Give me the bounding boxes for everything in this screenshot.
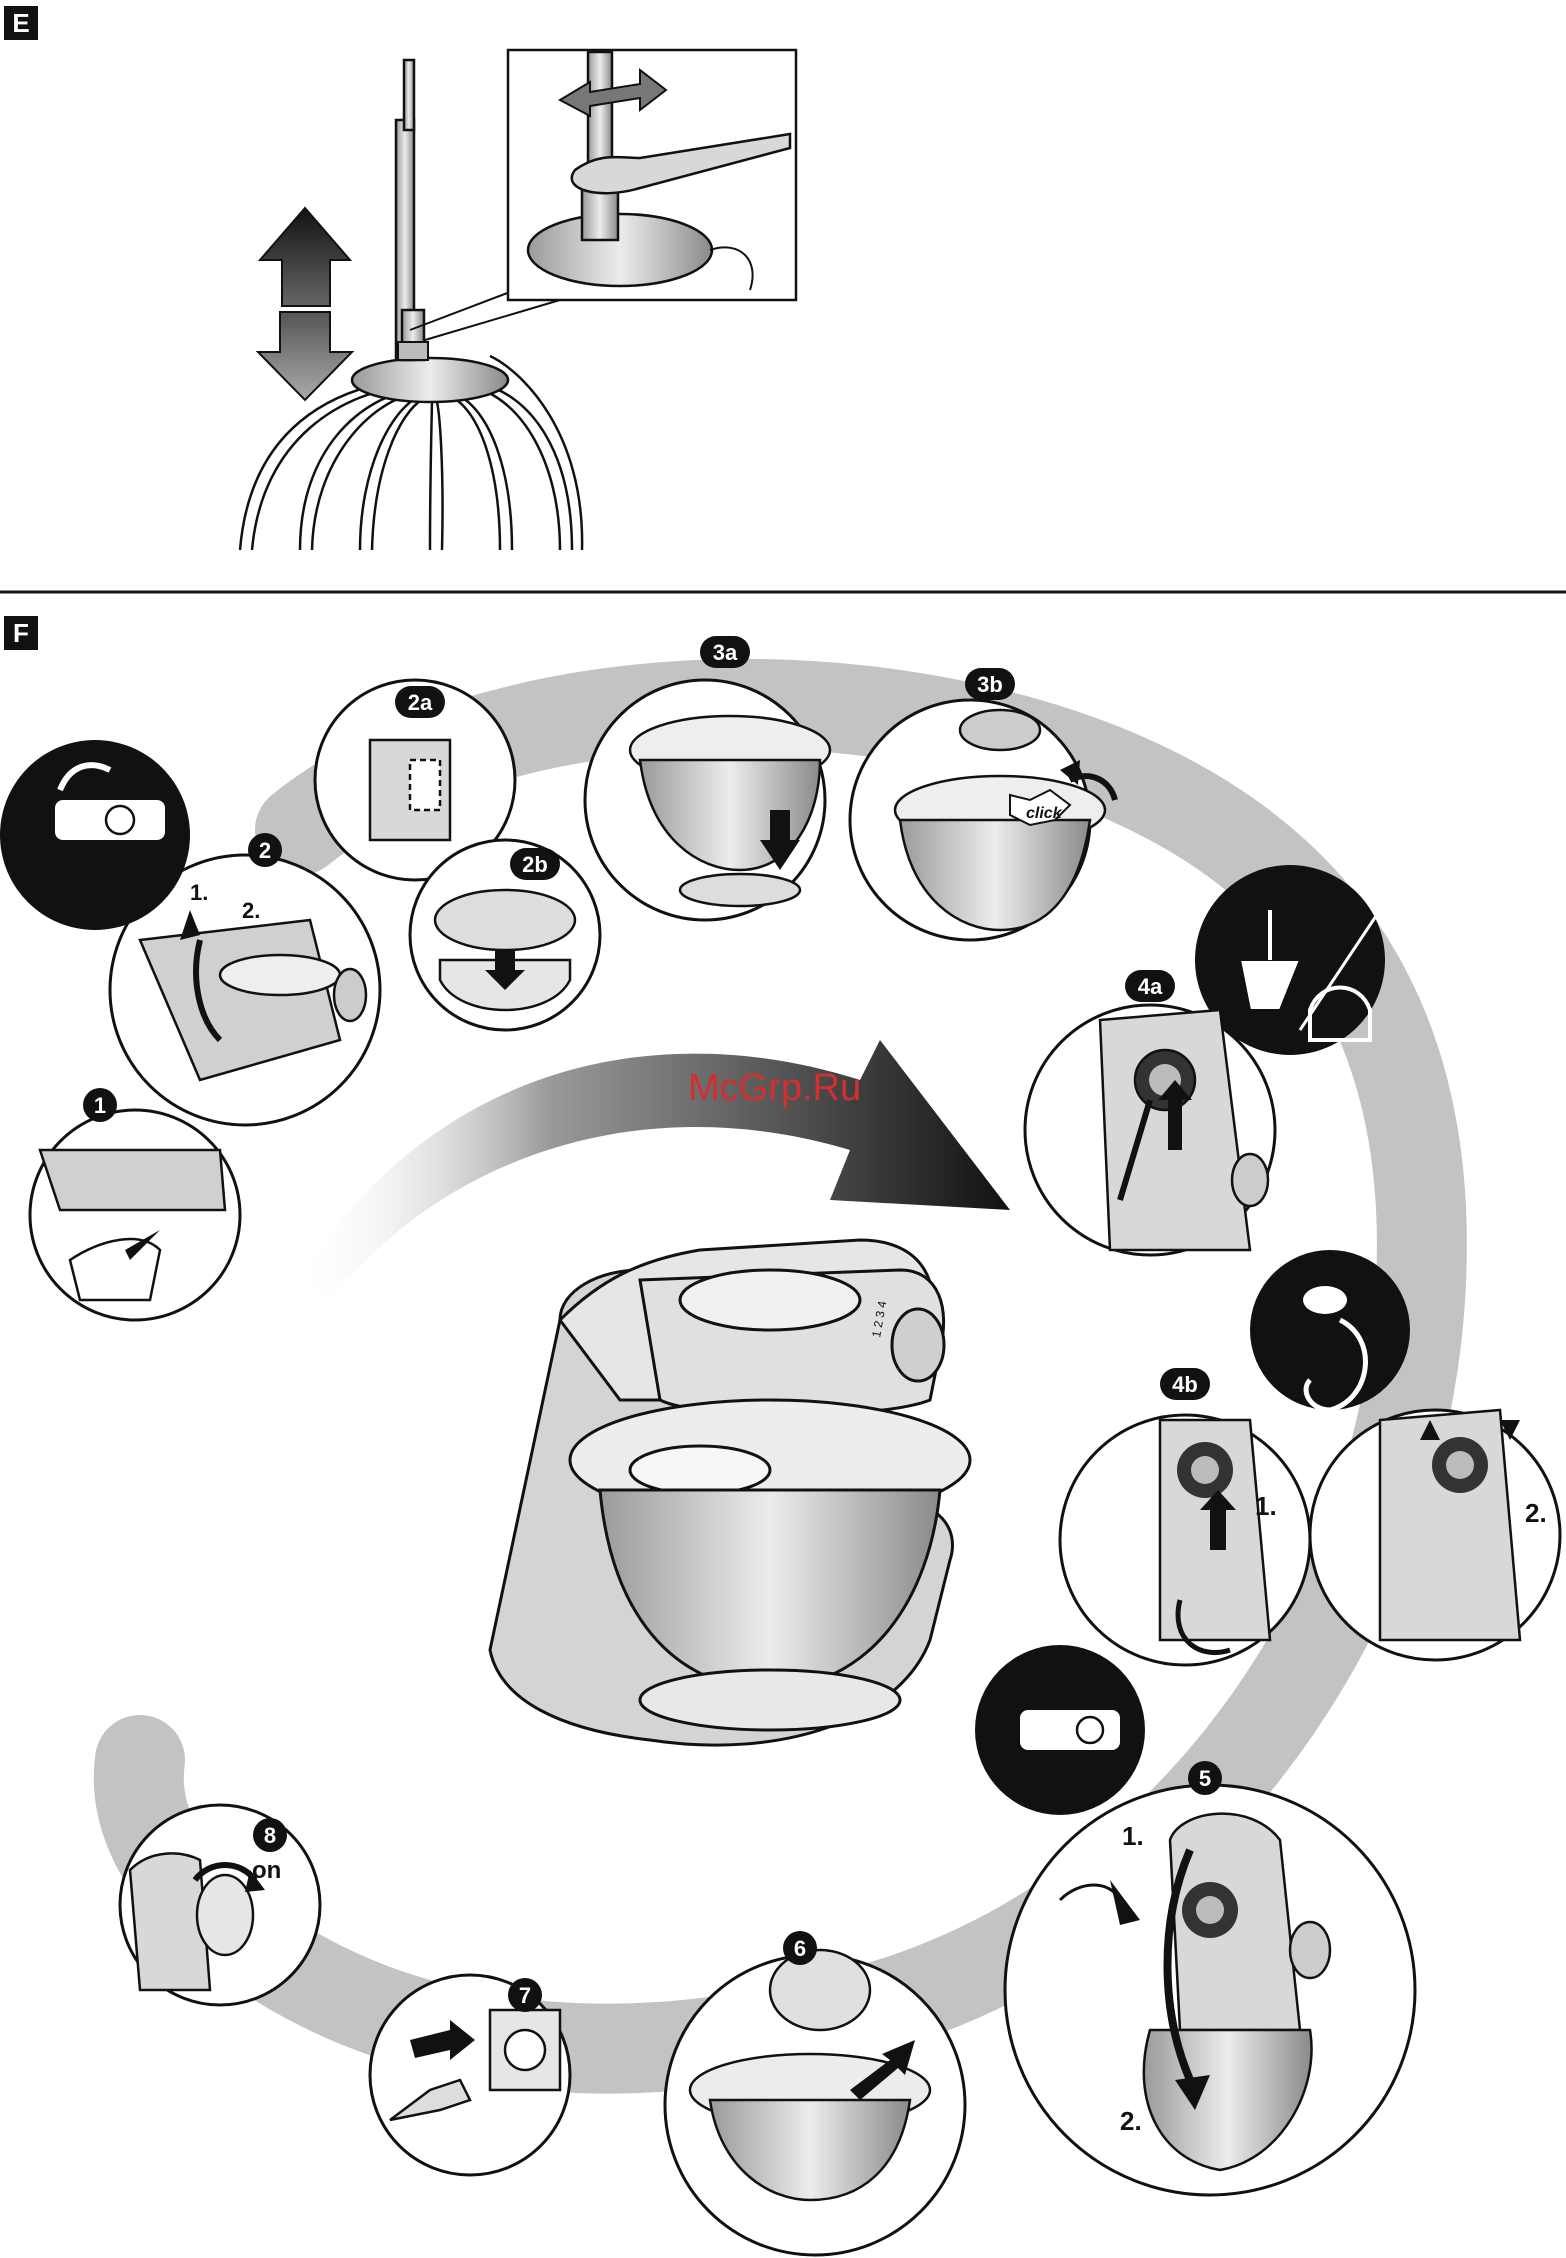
step2-sub-label-1: 1. [190, 880, 208, 905]
step-2b-illustration [410, 840, 600, 1030]
lower-arm-inset [975, 1645, 1145, 1815]
step-1-illustration [30, 1110, 240, 1320]
down-arrow-icon [258, 312, 352, 400]
step5-sub-label-2: 2. [1120, 2106, 1142, 2136]
step-4b-second-illustration [1310, 1410, 1560, 1660]
step-badge-6: 6 [783, 1931, 817, 1965]
step-7-illustration [370, 1975, 570, 2175]
step2-sub-label-2: 2. [242, 898, 260, 923]
step-badge-3a-label: 3a [713, 640, 738, 665]
step-4a-illustration [1025, 1005, 1275, 1255]
step-badge-8-label: 8 [264, 1823, 276, 1848]
step4b-sub-label-2: 2. [1525, 1498, 1547, 1528]
step-badge-3a: 3a [700, 636, 750, 668]
raise-arm-inset [0, 740, 190, 930]
step-badge-6-label: 6 [794, 1936, 806, 1961]
food-processor: 1 2 3 4 [490, 1240, 970, 1745]
step-badge-4a: 4a [1125, 970, 1175, 1002]
whisk-accessories-inset [1195, 865, 1385, 1055]
step-badge-2b-label: 2b [522, 852, 548, 877]
up-arrow-icon [260, 208, 350, 306]
step-badge-4b: 4b [1160, 1368, 1210, 1400]
step-5-illustration [1005, 1785, 1415, 2195]
step-badge-8: 8 [253, 1818, 287, 1852]
step-badge-2a: 2a [395, 686, 445, 718]
step-8-illustration [120, 1805, 320, 2005]
step-badge-4b-label: 4b [1172, 1372, 1198, 1397]
watermark: McGrp.Ru [688, 1067, 861, 1109]
on-label: on [252, 1857, 281, 1884]
step-badge-5-label: 5 [1199, 1766, 1211, 1791]
dough-hook-inset [1250, 1250, 1410, 1410]
step-badge-2: 2 [248, 833, 282, 867]
step-badge-2-label: 2 [259, 838, 271, 863]
step-badge-3b: 3b [965, 668, 1015, 700]
step-badge-2b: 2b [510, 848, 560, 880]
section-e-diagram [240, 50, 796, 550]
wrench-inset [508, 50, 796, 300]
step-badge-3b-label: 3b [977, 672, 1003, 697]
step-badge-5: 5 [1188, 1761, 1222, 1795]
step-badge-7-label: 7 [519, 1983, 531, 2008]
step-badge-1-label: 1 [94, 1093, 106, 1118]
step-4b-illustration [1060, 1415, 1310, 1665]
step5-sub-label-1: 1. [1122, 1821, 1144, 1851]
click-label: click [1026, 805, 1063, 822]
step-badge-7: 7 [508, 1978, 542, 2012]
step-badge-2a-label: 2a [408, 690, 433, 715]
step-badge-1: 1 [83, 1088, 117, 1122]
step-badge-4a-label: 4a [1138, 974, 1163, 999]
step4b-sub-label-1: 1. [1255, 1491, 1277, 1521]
